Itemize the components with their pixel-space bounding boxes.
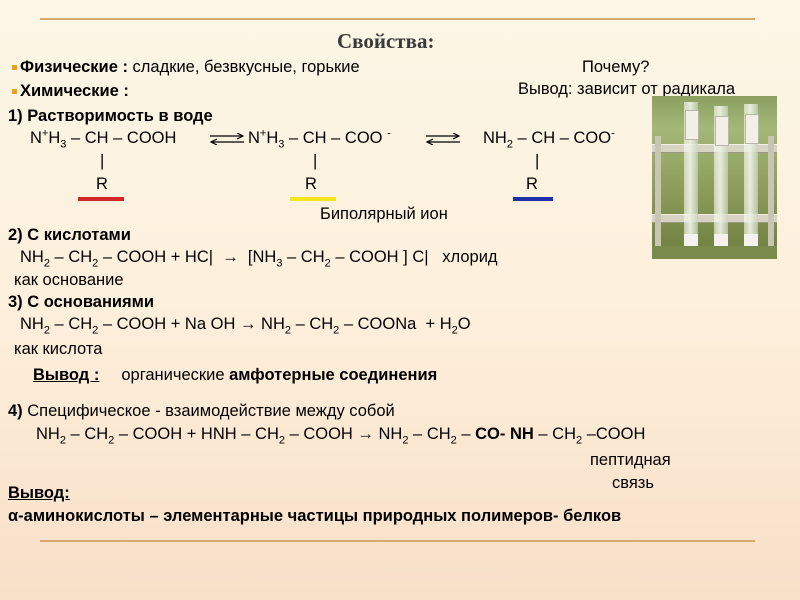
radical-conclusion: Вывод: зависит от радикала [518, 80, 736, 98]
formula-anion: NH2 – CH – COO- [483, 127, 615, 151]
section4-heading: 4) Специфическое - взаимодействие между … [8, 402, 395, 421]
amphoteric-conclusion: Вывод : органические амфотерные соединени… [33, 366, 437, 385]
base-role-note: как основание [14, 271, 124, 289]
bullet-icon [12, 65, 17, 70]
radical-label: R [96, 175, 108, 193]
physical-properties-line: Физические : сладкие, безвкусные, горьки… [12, 58, 360, 77]
radical-label: R [526, 175, 538, 193]
formula-cation: N+H3 – CH – COOH [30, 127, 177, 151]
test-tube [744, 104, 759, 252]
physical-text: сладкие, безвкусные, горькие [127, 58, 360, 76]
conclusion-text: органические [121, 366, 230, 384]
section4-number: 4) [8, 402, 23, 420]
section3-heading: 3) С основаниями [8, 293, 155, 311]
top-divider [40, 18, 755, 20]
conclusion-label: Вывод : [33, 366, 100, 384]
bond-line: | [313, 152, 318, 170]
yellow-marker-bar [290, 197, 336, 201]
bond-line: | [535, 152, 540, 170]
why-question: Почему? [582, 58, 650, 76]
blue-marker-bar [513, 197, 553, 201]
bipolar-ion-label: Биполярный ион [320, 205, 448, 223]
bottom-divider [40, 540, 755, 542]
radical-label: R [305, 175, 317, 193]
section1-heading: 1) Растворимость в воде [8, 107, 213, 125]
test-tubes-photo [652, 96, 777, 259]
test-tube [684, 102, 699, 252]
peptide-label: пептидная [590, 451, 671, 469]
acid-role-note: как кислота [14, 340, 103, 358]
final-conclusion-label: Вывод: [8, 484, 70, 502]
physical-label: Физические : [20, 58, 128, 76]
bond-line: | [100, 152, 105, 170]
equilibrium-arrow-icon [209, 133, 245, 145]
conclusion-bold-text: амфотерные соединения [229, 366, 438, 384]
peptide-reaction-equation: NH2 – CH2 – COOH + HNH – CH2 – COOH → NH… [36, 425, 646, 447]
test-tube [714, 106, 729, 252]
chemical-label: Химические : [20, 82, 129, 100]
equilibrium-arrow-icon [425, 133, 461, 145]
formula-zwitterion: N+H3 – CH – COO - [248, 127, 391, 151]
base-reaction-equation: NH2 – CH2 – COOH + Na OH → NH2 – CH2 – C… [20, 315, 471, 337]
acid-reaction-equation: NH2 – CH2 – COOH + HC| → [NH3 – CH2 – CO… [20, 248, 498, 270]
final-conclusion-text: α-аминокислоты – элементарные частицы пр… [8, 507, 622, 525]
chemical-properties-line: Химические : [12, 82, 129, 101]
section4-text: Специфическое - взаимодействие между соб… [22, 402, 395, 420]
bullet-icon [12, 89, 17, 94]
slide-title: Свойства: [337, 29, 435, 53]
red-marker-bar [78, 197, 124, 201]
bond-label: связь [612, 474, 654, 492]
section2-heading: 2) С кислотами [8, 226, 131, 244]
